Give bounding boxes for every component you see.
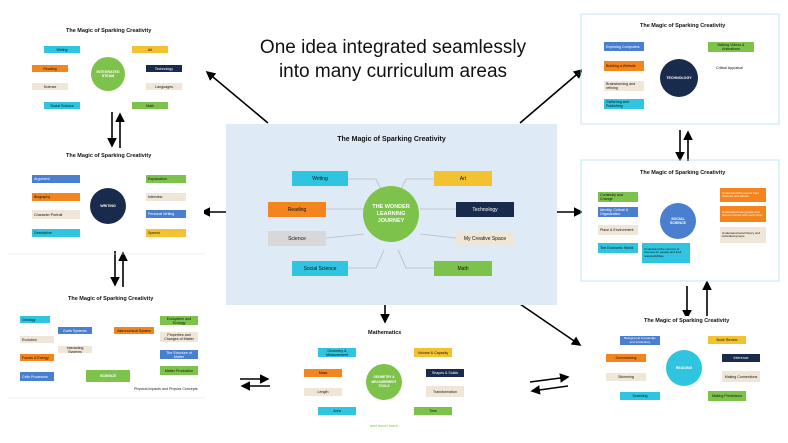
integrated-languages: Languages bbox=[146, 83, 182, 90]
science-cells-processes: Cells Processes bbox=[20, 372, 54, 381]
reading-title: The Magic of Sparking Creativity bbox=[644, 318, 730, 324]
science-panel: The Magic of Sparking Creativity Geology… bbox=[14, 294, 206, 396]
science-structure-matter: The Structure of Matter bbox=[160, 350, 198, 359]
tech-building-website: Building a Website bbox=[604, 61, 644, 71]
headline: One idea integrated seamlessly into many… bbox=[238, 36, 548, 84]
integrated-art: Art bbox=[132, 46, 168, 53]
center-my-creative-space: My Creative Space bbox=[456, 231, 514, 246]
social-hub: SOCIAL SCIENCE bbox=[660, 203, 696, 239]
integrated-technology: Technology bbox=[146, 65, 182, 72]
science-astronomical-system: Astronomical System bbox=[114, 327, 154, 334]
center-social-science: Social Science bbox=[292, 261, 348, 276]
tech-brainstorming: Brainstorming and refining bbox=[604, 81, 644, 91]
reading-summarizing: Summarizing bbox=[606, 354, 646, 362]
center-title: The Magic of Sparking Creativity bbox=[337, 136, 446, 143]
math-transformation: Transformation bbox=[426, 386, 464, 397]
writing-hub: WRITING bbox=[90, 188, 126, 224]
social-local-history: Understand local history and individual … bbox=[720, 227, 766, 243]
integrated-reading: Reading bbox=[32, 65, 68, 72]
tech-gathering: Gathering and Publishing bbox=[604, 99, 644, 109]
reading-skimming: Skimming bbox=[606, 373, 646, 381]
center-art: Art bbox=[434, 171, 492, 186]
science-matter-production: Matter Production bbox=[160, 366, 198, 375]
writing-title: The Magic of Sparking Creativity bbox=[66, 153, 152, 159]
center-science: Science bbox=[268, 231, 326, 246]
writing-character-portrait: Character Portrait bbox=[32, 210, 80, 219]
social-identity-culture: Identity, Culture & Organization bbox=[598, 207, 638, 217]
integrated-science: Science bbox=[32, 83, 68, 90]
writing-panel: The Magic of Sparking Creativity Argumen… bbox=[14, 150, 204, 250]
writing-argument: Argument bbox=[32, 175, 80, 183]
social-place-environment: Place & Environment bbox=[598, 225, 638, 235]
integrated-hub: INTEGRATED STEAM bbox=[91, 57, 125, 91]
science-caption: Physical Impacts and Physics Concepts bbox=[134, 387, 198, 391]
reading-book-review: Book Review bbox=[708, 336, 746, 344]
social-revenue-sources: Understand the sources of revenue for pe… bbox=[642, 243, 690, 263]
reading-hub: READING bbox=[666, 350, 702, 386]
writing-biography: Biography bbox=[32, 193, 80, 201]
integrated-math: Math bbox=[132, 102, 168, 109]
science-title: The Magic of Sparking Creativity bbox=[68, 296, 154, 302]
tech-critical-appraisal: Critical Appraisal bbox=[716, 66, 743, 70]
math-footer: and much more... bbox=[370, 423, 402, 428]
science-ecosystem: Ecosystem and Ecology bbox=[160, 316, 198, 325]
writing-speech: Speech bbox=[146, 229, 186, 237]
center-technology: Technology bbox=[456, 202, 514, 217]
science-earth-systems: Earth Systems bbox=[58, 327, 92, 334]
math-title: Mathematics bbox=[368, 330, 402, 336]
science-interacting-systems: Interacting Systems bbox=[58, 346, 92, 353]
center-writing: Writing bbox=[292, 171, 348, 186]
social-events-histories: Understand the events from histories and… bbox=[720, 188, 766, 202]
tech-exploring-computers: Exploring Computers bbox=[604, 42, 644, 51]
center-reading: Reading bbox=[268, 202, 326, 217]
math-length: Length bbox=[304, 388, 342, 396]
reading-making-connections: Making Connections bbox=[722, 371, 760, 382]
science-forces-energy: Forces & Energy bbox=[20, 354, 54, 361]
social-continuity-change: Continuity and Change bbox=[598, 192, 638, 202]
reading-scanning: Scanning bbox=[620, 392, 660, 400]
center-hub: THE WONDER LEARNING JOURNEY bbox=[363, 186, 419, 242]
tech-making-videos: Making Videos & Animations bbox=[708, 42, 754, 52]
math-hub: GEOMETRY & MEASUREMENT TOOLS bbox=[366, 364, 402, 400]
science-hub: SCIENCE bbox=[86, 370, 130, 382]
writing-explanation: Explanation bbox=[146, 175, 186, 183]
headline-line-2: into many curriculum areas bbox=[278, 61, 508, 82]
social-panel: The Magic of Sparking Creativity Continu… bbox=[582, 161, 778, 280]
science-geology: Geology bbox=[20, 316, 50, 323]
writing-interview: Interview bbox=[146, 193, 186, 201]
math-shapes-solids: Shapes & Solids bbox=[426, 369, 464, 377]
integrated-social-science: Social Science bbox=[44, 102, 80, 109]
social-economic-world: The Economic World bbox=[598, 243, 638, 253]
center-panel: The Magic of Sparking Creativity Writing… bbox=[226, 124, 557, 305]
social-title: The Magic of Sparking Creativity bbox=[640, 170, 726, 176]
math-geometry-measurement: Geometry & Measurement bbox=[318, 348, 356, 357]
science-properties: Properties and Changes of Matter bbox=[160, 332, 198, 342]
social-people-places: Understand how people and places interac… bbox=[720, 206, 766, 222]
integrated-title: The Magic of Sparking Creativity bbox=[66, 28, 152, 34]
math-volume-capacity: Volume & Capacity bbox=[414, 348, 452, 357]
math-area: Area bbox=[318, 407, 356, 415]
reading-background: Background Knowledge and Vocabulary bbox=[620, 336, 660, 345]
math-mass: Mass bbox=[304, 369, 342, 377]
center-math: Math bbox=[434, 261, 492, 276]
technology-title: The Magic of Sparking Creativity bbox=[640, 23, 726, 29]
writing-personal-writing: Personal Writing bbox=[146, 210, 186, 218]
reading-panel: The Magic of Sparking Creativity Backgro… bbox=[596, 316, 786, 426]
math-panel: Mathematics Geometry & Measurement Volum… bbox=[296, 326, 476, 430]
reading-inference: Inference bbox=[722, 354, 760, 362]
technology-panel: The Magic of Sparking Creativity Explori… bbox=[582, 15, 778, 123]
integrated-panel: The Magic of Sparking Creativity Writing… bbox=[14, 22, 204, 112]
reading-making-predictions: Making Predictions bbox=[708, 391, 746, 401]
writing-descriptive: Descriptive bbox=[32, 229, 80, 237]
science-evolution: Evolution bbox=[20, 336, 54, 343]
headline-line-1: One idea integrated seamlessly bbox=[259, 37, 527, 58]
integrated-writing: Writing bbox=[44, 46, 80, 53]
technology-hub: TECHNOLOGY bbox=[660, 59, 698, 97]
math-time: Time bbox=[414, 407, 452, 415]
